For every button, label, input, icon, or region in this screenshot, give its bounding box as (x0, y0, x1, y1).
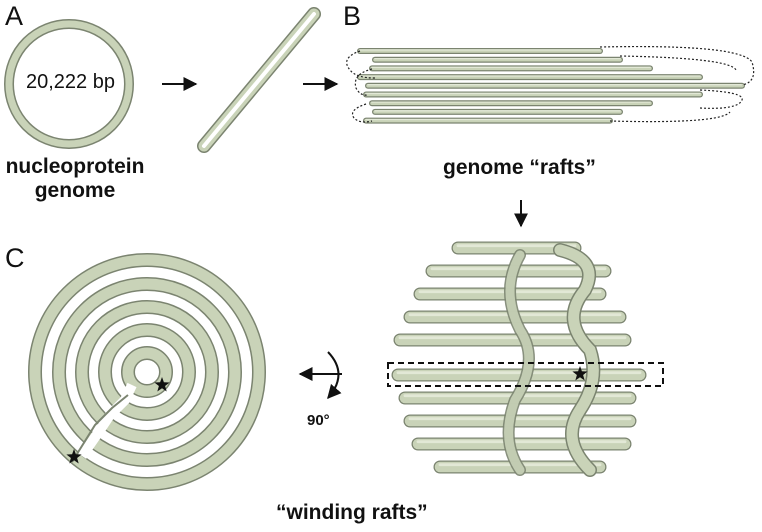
stacked-rafts (391, 241, 647, 477)
caption-line-2: genome (34, 179, 116, 202)
dotted-loop (599, 45, 755, 86)
dotted-loop (619, 55, 737, 71)
circular-genome-fill (5, 20, 133, 148)
dotted-loop (354, 68, 373, 96)
rotation-degrees-label: 90° (307, 412, 330, 429)
spiral-turn-fill (29, 254, 265, 490)
winding-rafts-caption: “winding rafts” (276, 501, 428, 524)
spiral-turn-fill (53, 278, 241, 466)
genome-rafts-caption: genome “rafts” (443, 156, 596, 179)
rotate-arrow-icon (298, 351, 342, 400)
star-icon (572, 366, 588, 381)
caption-line-1: nucleoprotein (5, 155, 145, 178)
genome-size-label: 20,222 bp (26, 71, 115, 93)
back-connector-fill (504, 250, 534, 475)
dotted-loop (699, 89, 743, 109)
spiral-turn-fill (76, 301, 218, 443)
collapsed-genome-loop (197, 7, 321, 153)
panel-letter-c: C (5, 243, 25, 273)
spiral-turn-fill (122, 347, 172, 397)
dotted-loop (346, 50, 376, 79)
winding-raft-spiral (28, 253, 266, 491)
panel-letter-a: A (5, 1, 24, 31)
panel-letter-b: B (343, 1, 362, 31)
genome-rafts (346, 45, 755, 124)
dotted-loop (609, 111, 731, 123)
star-icon (154, 377, 170, 392)
spiral-turn-fill (99, 324, 195, 420)
dashed-selection-box (387, 362, 664, 387)
spiral-crossover (71, 394, 129, 463)
nucleoprotein-genome-caption: nucleoprotein genome (0, 156, 150, 201)
dotted-loop (351, 103, 373, 123)
star-icon (66, 449, 82, 464)
winding-connector-fill (554, 244, 599, 476)
